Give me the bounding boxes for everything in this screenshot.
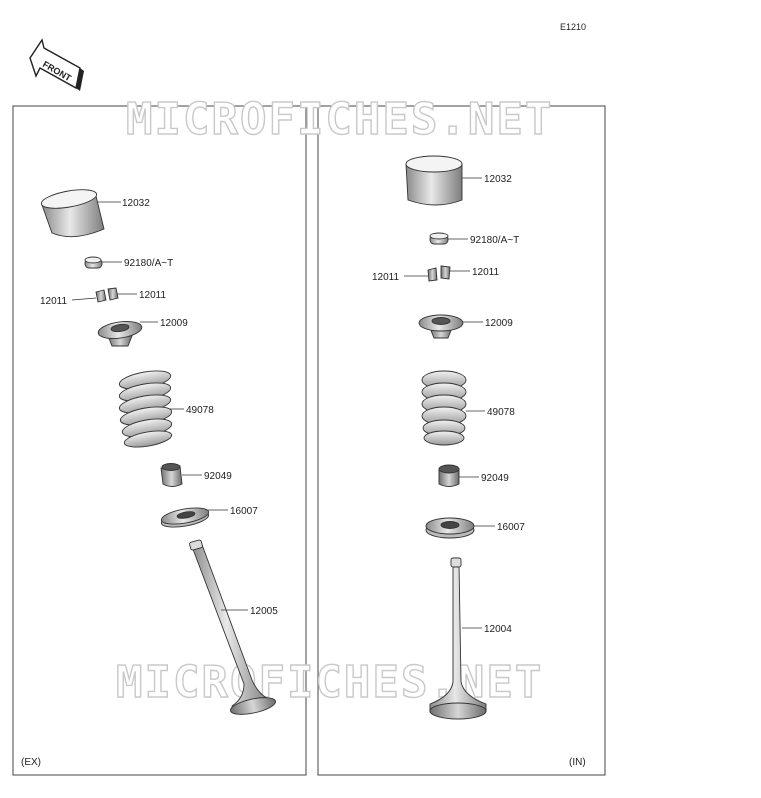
panel-exhaust [12,105,307,776]
in-shim [429,232,449,245]
ex-label-keeper-left: 12011 [40,296,68,307]
panel-intake [317,105,606,776]
ex-panel-label: (EX) [21,757,41,768]
in-seat [425,517,475,539]
diagram-code: E1210 [560,22,586,32]
in-label-seal: 92049 [481,473,509,484]
in-label-shim: 92180/A~T [470,235,519,246]
in-spring [421,370,467,446]
ex-seal [160,463,183,487]
in-label-spring: 49078 [487,407,515,418]
ex-keepers [95,287,119,303]
in-panel-label: (IN) [569,757,586,768]
in-keepers [427,265,451,282]
front-arrow-icon: FRONT [29,38,84,91]
ex-seat [160,507,210,528]
in-label-keeper-left: 12011 [372,272,400,283]
in-valve [429,557,487,720]
ex-spring [118,370,173,448]
ex-label-retainer: 12009 [160,318,188,329]
in-lifter [405,155,463,206]
watermark-bottom: MICROFICHES.NET [116,657,543,708]
ex-shim [84,256,103,269]
in-retainer [418,314,464,339]
in-label-valve: 12004 [484,624,512,635]
ex-label-seal: 92049 [204,471,232,482]
ex-label-valve: 12005 [250,606,278,617]
ex-retainer [97,321,143,347]
in-seal [438,464,460,487]
ex-label-shim: 92180/A~T [124,258,173,269]
watermark-top: MICROFICHES.NET [126,94,553,145]
ex-label-spring: 49078 [186,405,214,416]
in-label-keeper-right: 12011 [472,267,500,278]
ex-label-lifter: 12032 [122,198,150,209]
in-label-seat: 16007 [497,522,525,533]
in-label-lifter: 12032 [484,174,512,185]
ex-label-keeper-right: 12011 [139,290,167,301]
ex-label-seat: 16007 [230,506,258,517]
ex-lifter [40,189,105,238]
in-label-retainer: 12009 [485,318,513,329]
ex-valve [189,539,276,715]
